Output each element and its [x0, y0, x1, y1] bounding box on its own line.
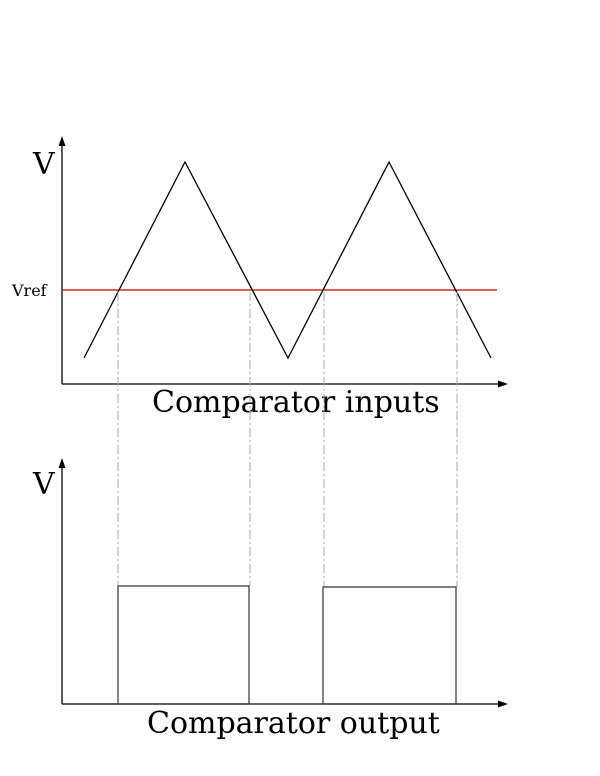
square-wave [117, 585, 457, 705]
top-y-axis-label: V [32, 147, 56, 182]
inputs-panel: V Vref Comparator inputs [11, 136, 508, 420]
output-caption: Comparator output [147, 706, 440, 741]
triangle-wave [83, 160, 492, 360]
vref-label: Vref [11, 281, 48, 300]
output-panel: V Comparator output [32, 458, 508, 741]
crossing-guides [117, 292, 458, 587]
top-x-arrowhead [498, 380, 508, 388]
bottom-y-axis-label: V [32, 467, 56, 502]
inputs-caption: Comparator inputs [152, 385, 440, 420]
top-y-arrowhead [58, 136, 66, 146]
bottom-x-arrowhead [498, 700, 508, 708]
bottom-y-arrowhead [58, 458, 66, 468]
